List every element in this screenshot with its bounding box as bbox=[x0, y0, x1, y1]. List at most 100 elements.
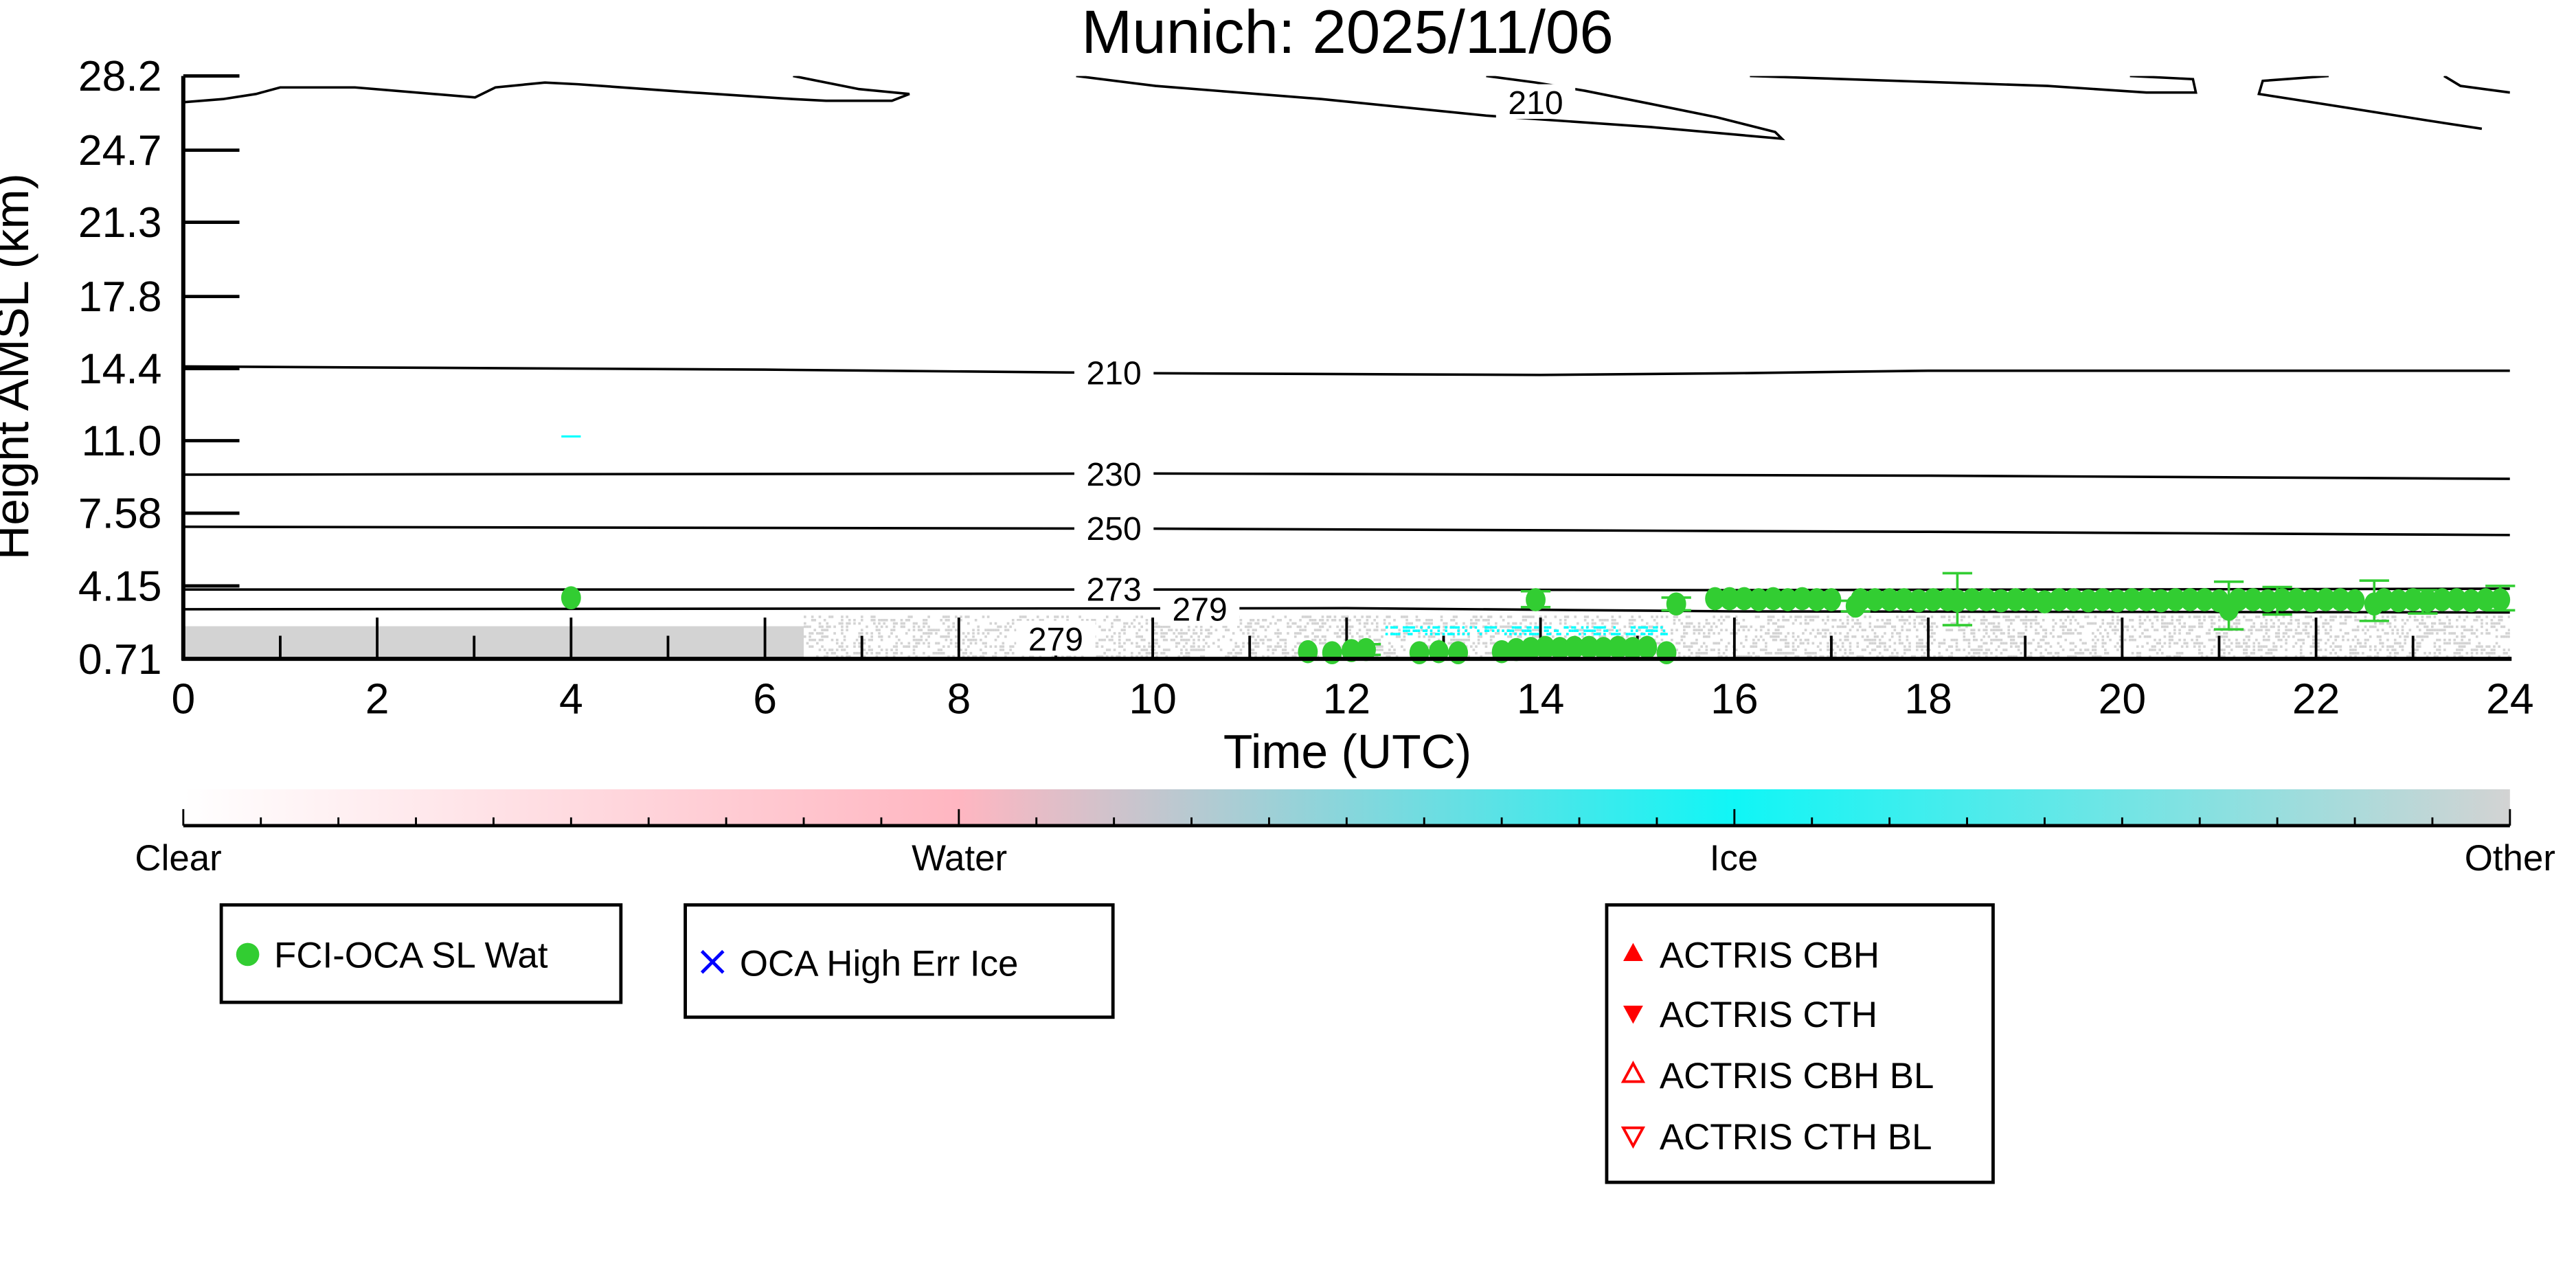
mask-cell bbox=[1111, 655, 1114, 658]
mask-cell bbox=[2040, 645, 2042, 648]
mask-cell bbox=[898, 638, 901, 642]
mask-cell bbox=[2262, 625, 2266, 629]
mask-cell bbox=[1175, 645, 1178, 648]
mask-cell bbox=[2101, 622, 2105, 625]
mask-cell bbox=[1162, 635, 1166, 638]
mask-cell bbox=[1633, 635, 1636, 638]
mask-cell bbox=[1462, 642, 1465, 645]
mask-cell bbox=[2081, 625, 2085, 629]
mask-cell bbox=[1274, 648, 1277, 651]
mask-cell bbox=[813, 638, 817, 642]
mask-cell bbox=[2077, 622, 2080, 625]
mask-cell bbox=[1341, 632, 1344, 635]
contour-label-bg bbox=[1074, 455, 1154, 491]
mask-cell bbox=[1750, 625, 1753, 629]
mask-cell bbox=[1309, 615, 1312, 618]
mask-cell bbox=[1239, 622, 1243, 625]
mask-cell bbox=[2116, 622, 2119, 625]
mask-cell bbox=[1353, 615, 1357, 618]
mask-cell bbox=[1484, 652, 1488, 655]
mask-cell bbox=[1549, 622, 1552, 625]
mask-cell bbox=[1846, 638, 1849, 642]
mask-cell bbox=[1108, 648, 1111, 651]
mask-cell bbox=[1851, 618, 1854, 622]
mask-cell bbox=[1972, 632, 1976, 635]
mask-cell bbox=[2086, 615, 2090, 618]
mask-cell bbox=[1489, 635, 1493, 638]
mask-cell bbox=[1368, 629, 1371, 632]
mask-cell bbox=[2252, 652, 2256, 655]
mask-cell bbox=[2061, 648, 2065, 651]
mask-cell bbox=[945, 638, 948, 642]
mask-cell bbox=[1876, 635, 1879, 638]
mask-cell bbox=[1487, 626, 1490, 629]
mask-cell bbox=[1713, 648, 1715, 651]
mask-cell bbox=[1296, 652, 1300, 655]
mask-cell bbox=[1281, 638, 1285, 642]
legend-label: ACTRIS CTH bbox=[1660, 995, 1877, 1035]
mask-cell bbox=[2493, 652, 2496, 655]
contour-label-279: 279 bbox=[1173, 591, 1228, 629]
mask-cell bbox=[1096, 655, 1099, 658]
mask-cell bbox=[1710, 629, 1713, 632]
mask-cell bbox=[1388, 648, 1391, 651]
mask-cell bbox=[1307, 615, 1309, 618]
mask-cell bbox=[2317, 645, 2320, 648]
mask-cell bbox=[1366, 632, 1369, 635]
mask-cell bbox=[1477, 618, 1480, 622]
mask-cell bbox=[828, 615, 831, 618]
mask-cell bbox=[2064, 625, 2067, 629]
mask-cell bbox=[2138, 622, 2142, 625]
mask-cell bbox=[2265, 652, 2268, 655]
mask-cell bbox=[1930, 615, 1934, 618]
mask-cell bbox=[2126, 629, 2129, 632]
mask-cell bbox=[858, 652, 861, 655]
mask-cell bbox=[1995, 638, 1998, 642]
mask-cell bbox=[1876, 645, 1879, 648]
mask-cell bbox=[1893, 629, 1897, 632]
mask-cell bbox=[853, 618, 856, 622]
mask-cell bbox=[2213, 638, 2216, 642]
data-point bbox=[1593, 637, 1614, 660]
mask-cell bbox=[1814, 635, 1817, 638]
mask-cell bbox=[818, 632, 822, 635]
mask-cell bbox=[1947, 629, 1951, 632]
mask-cell bbox=[2198, 618, 2201, 622]
mask-cell bbox=[1985, 642, 1988, 645]
mask-cell bbox=[1267, 648, 1269, 651]
mask-cell bbox=[1671, 632, 1673, 635]
mask-cell bbox=[2171, 622, 2174, 625]
data-point bbox=[1506, 637, 1526, 662]
mask-cell bbox=[2252, 645, 2256, 648]
mask-cell bbox=[2468, 629, 2471, 632]
mask-cell bbox=[1514, 622, 1517, 625]
mask-cell bbox=[935, 632, 938, 635]
mask-cell bbox=[2312, 635, 2315, 638]
mask-cell bbox=[2495, 629, 2498, 632]
mask-cell bbox=[2290, 618, 2293, 622]
mask-cell bbox=[927, 625, 930, 629]
mask-cell bbox=[2475, 618, 2478, 622]
mask-cell bbox=[1254, 642, 1257, 645]
mask-cell bbox=[1157, 645, 1161, 648]
mask-cell bbox=[1839, 648, 1842, 651]
mask-cell bbox=[1871, 642, 1874, 645]
mask-cell bbox=[2475, 615, 2478, 618]
mask-cell bbox=[2119, 638, 2122, 642]
mask-cell bbox=[1227, 652, 1230, 655]
filled-triangle-down-icon bbox=[1623, 1005, 1643, 1024]
mask-cell bbox=[2176, 652, 2179, 655]
mask-cell bbox=[2044, 629, 2048, 632]
data-point bbox=[1734, 587, 1754, 611]
mask-cell bbox=[2285, 638, 2287, 642]
mask-cell bbox=[2066, 655, 2070, 658]
mask-cell bbox=[2374, 648, 2377, 651]
mask-cell bbox=[1613, 626, 1616, 629]
mask-cell bbox=[2106, 635, 2110, 638]
mask-cell bbox=[1608, 632, 1612, 635]
mask-cell bbox=[1145, 629, 1149, 632]
mask-cell bbox=[2490, 648, 2494, 651]
mask-cell bbox=[1779, 648, 1783, 651]
mask-cell bbox=[880, 638, 883, 642]
mask-cell bbox=[816, 642, 819, 645]
